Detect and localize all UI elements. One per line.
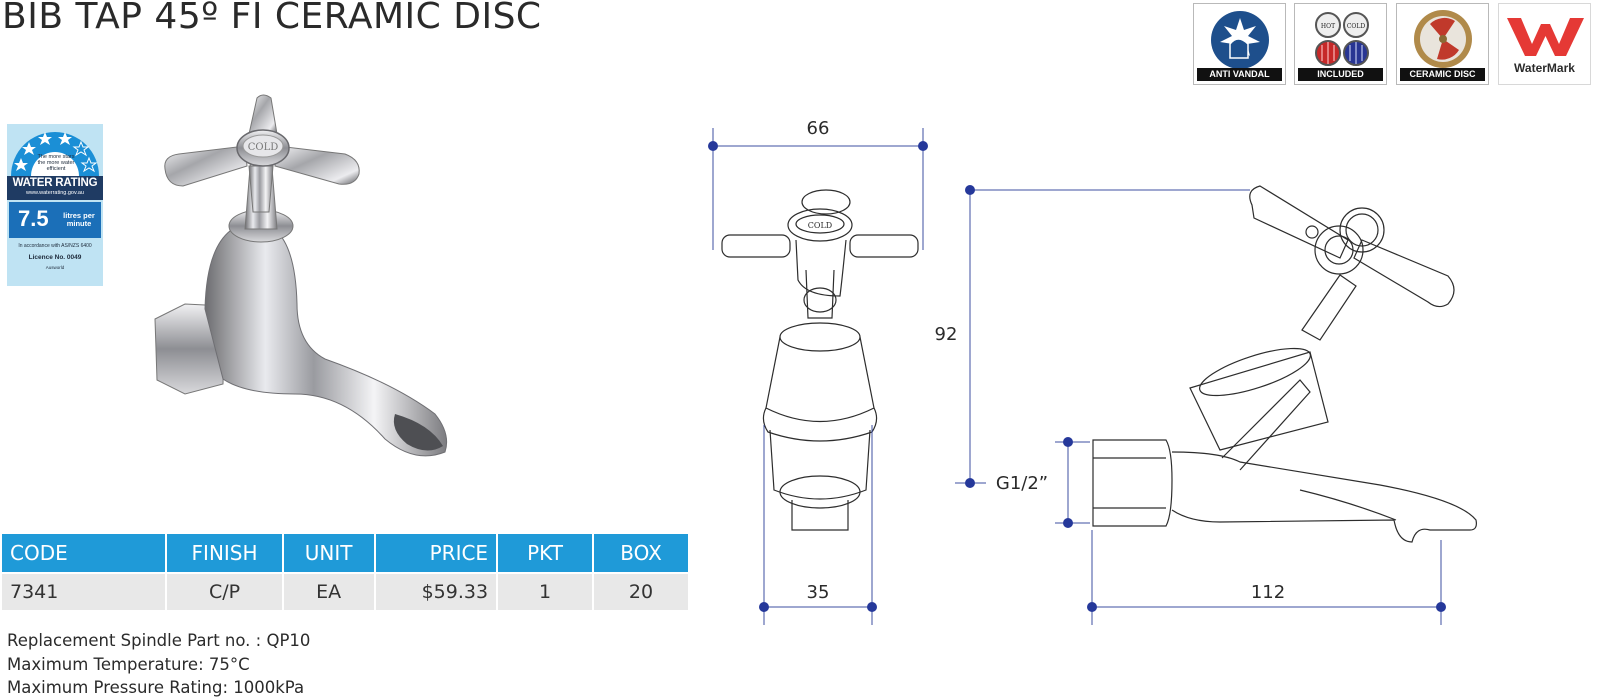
technical-drawing: COLD	[708, 118, 1477, 625]
ceramic-disc-badge: CERAMIC DISC	[1396, 3, 1489, 85]
rating-org: Ausworld	[45, 265, 65, 270]
watermark-logo	[1507, 18, 1584, 56]
flow-rate-value: 7.5	[18, 206, 49, 231]
rating-stars-icon	[11, 132, 99, 176]
front-view: COLD	[721, 189, 919, 531]
cell-box: 20	[594, 572, 688, 610]
dim-base-width: 35	[807, 582, 830, 603]
dim-height: 92	[935, 324, 958, 345]
feature-badges: ANTI VANDAL HOT COLD INCLUDED CERAMIC DI…	[1193, 3, 1598, 85]
note-temperature: Maximum Temperature: 75°C	[7, 654, 250, 674]
product-photo: COLD	[154, 94, 448, 457]
col-finish-header: FINISH	[167, 534, 282, 572]
cell-code: 7341	[2, 572, 166, 610]
note-spindle: Replacement Spindle Part no. : QP10	[7, 631, 311, 650]
anti-vandal-icon	[1211, 11, 1269, 69]
product-table: CODE FINISH UNIT PRICE PKT BOX 7341 C/P …	[0, 534, 690, 610]
side-view	[1092, 185, 1477, 543]
watermark-badge: WaterMark	[1498, 3, 1591, 85]
table-header-row: CODE FINISH UNIT PRICE PKT BOX	[2, 534, 688, 572]
cell-price: $59.33	[375, 572, 497, 610]
rating-url: www.waterrating.gov.au	[26, 190, 84, 196]
col-box-header: BOX	[594, 534, 688, 572]
hot-cold-indicators-icon: HOT COLD	[1315, 12, 1369, 66]
rating-title-bar: WATER RATING www.waterrating.gov.au	[7, 176, 103, 200]
rating-blurb: The more stars the more water efficient	[37, 154, 75, 172]
col-code-header: CODE	[2, 534, 166, 572]
badge-label: CERAMIC DISC	[1400, 68, 1485, 81]
ceramic-disc-icon	[1414, 10, 1472, 68]
svg-text:COLD: COLD	[1347, 23, 1365, 30]
svg-text:HOT: HOT	[1321, 23, 1335, 30]
page-title: BIB TAP 45º FI CERAMIC DISC	[2, 0, 542, 37]
col-unit-header: UNIT	[283, 534, 374, 572]
note-pressure: Maximum Pressure Rating: 1000kPa	[7, 678, 305, 697]
watermark-label: WaterMark	[1514, 61, 1575, 75]
dimension-lines	[708, 128, 1446, 625]
flow-rate-box: 7.5 litres per minute	[9, 202, 101, 238]
cell-pkt: 1	[498, 572, 593, 610]
rating-standard: In accordance with AS/NZS 6400	[18, 243, 92, 249]
col-pkt-header: PKT	[498, 534, 593, 572]
drawing-handle-text: COLD	[808, 221, 832, 230]
badge-label: ANTI VANDAL	[1197, 68, 1282, 81]
product-notes: Replacement Spindle Part no. : QP10 Maxi…	[7, 629, 310, 700]
water-rating-label: The more stars the more water efficient …	[7, 124, 103, 286]
cell-finish: C/P	[167, 572, 282, 610]
dim-length: 112	[1251, 582, 1285, 603]
rating-licence: Licence No. 0049	[28, 254, 82, 261]
cell-unit: EA	[283, 572, 374, 610]
dim-front-width: 66	[807, 118, 830, 139]
table-row: 7341 C/P EA $59.33 1 20	[2, 572, 688, 610]
rating-title: WATER RATING	[12, 177, 98, 189]
dim-thread: G1/2”	[996, 473, 1048, 494]
flow-rate-unit: litres per minute	[63, 211, 95, 228]
included-badge: HOT COLD INCLUDED	[1294, 3, 1387, 85]
handle-indicator-text: COLD	[248, 142, 279, 153]
anti-vandal-badge: ANTI VANDAL	[1193, 3, 1286, 85]
col-price-header: PRICE	[375, 534, 497, 572]
badge-label: INCLUDED	[1298, 68, 1383, 81]
